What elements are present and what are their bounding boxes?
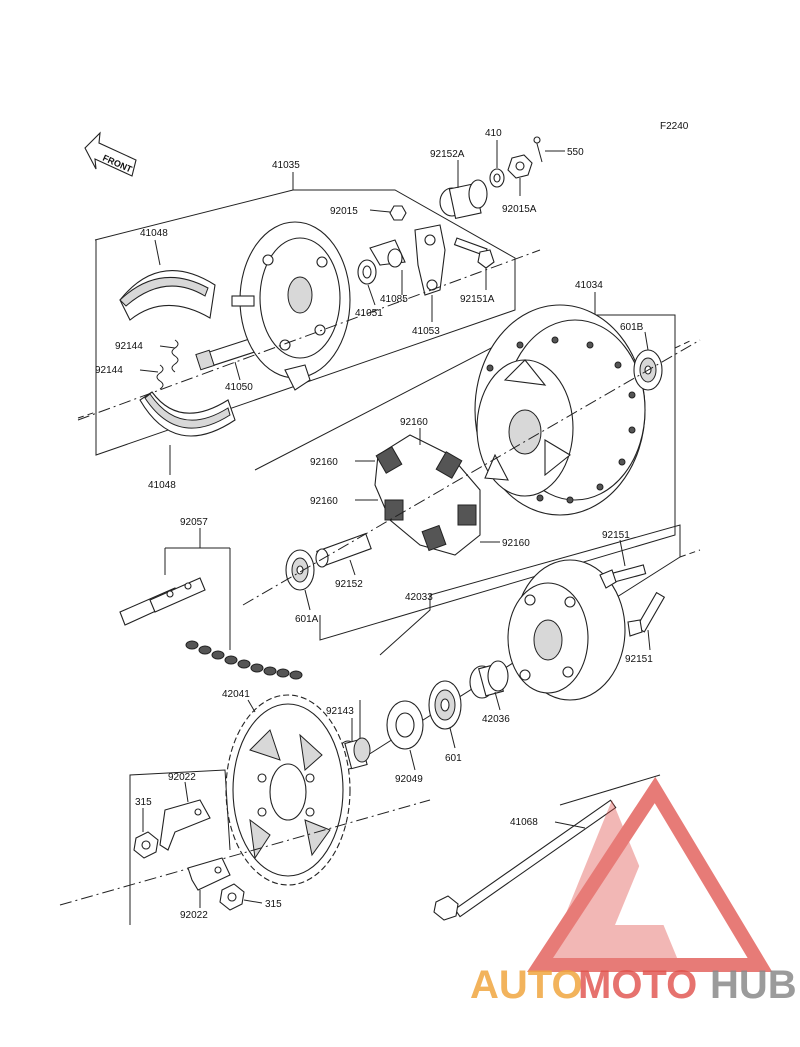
cotter-pin-550 <box>533 136 565 163</box>
label-92057: 92057 <box>180 517 208 528</box>
label-92049: 92049 <box>395 774 423 785</box>
bolt-92151A <box>453 237 495 290</box>
label-41068: 41068 <box>510 817 538 828</box>
spring-92144-a <box>159 339 179 373</box>
label-92151-top: 92151 <box>602 530 630 541</box>
label-92152A: 92152A <box>430 149 465 160</box>
collar-92152A <box>439 160 488 220</box>
bearing-601B <box>633 331 663 391</box>
label-92015: 92015 <box>330 206 358 217</box>
label-601B: 601B <box>620 322 644 333</box>
label-41048-bottom: 41048 <box>148 480 176 491</box>
label-41048-top: 41048 <box>140 228 168 239</box>
label-41053: 41053 <box>412 326 440 337</box>
brake-shoe-bottom <box>139 391 236 475</box>
automotohub-wordmark: AUTO MOTO HUB <box>470 963 797 1007</box>
indicator-41085 <box>369 239 406 295</box>
nut-92015A <box>507 154 533 196</box>
label-92143: 92143 <box>326 706 354 717</box>
label-42033: 42033 <box>405 592 433 603</box>
fastener-frame <box>59 769 431 925</box>
nut-315-right <box>219 883 263 911</box>
camshaft-41050 <box>195 335 262 381</box>
label-92160-left2: 92160 <box>310 496 338 507</box>
bolt-92151-bottom <box>627 591 666 651</box>
label-92152: 92152 <box>335 579 363 590</box>
label-41051: 41051 <box>355 308 383 319</box>
label-92160-top: 92160 <box>400 417 428 428</box>
bearing-601 <box>428 680 462 749</box>
rear-hub <box>474 304 646 516</box>
damper-92160 <box>355 428 500 556</box>
sprocket-coupling <box>507 559 626 701</box>
label-92151-bottom: 92151 <box>625 654 653 665</box>
seal-41051 <box>357 259 377 306</box>
label-92144-a: 92144 <box>115 341 143 352</box>
label-315-right: 315 <box>265 899 282 910</box>
label-410: 410 <box>485 128 502 139</box>
front-arrow-icon: FRONT <box>84 131 137 177</box>
bearing-601A <box>285 549 315 611</box>
collar-42036 <box>469 660 509 711</box>
lock-plate-92022-top <box>159 781 211 851</box>
label-92022-bottom: 92022 <box>180 910 208 921</box>
label-92160-left1: 92160 <box>310 457 338 468</box>
washer-410 <box>489 140 505 188</box>
bolt-92151-top <box>599 539 647 589</box>
figure-code: F2240 <box>660 121 689 132</box>
automotohub-logo <box>527 776 773 972</box>
label-315-left: 315 <box>135 797 152 808</box>
label-92022-top: 92022 <box>168 772 196 783</box>
brake-shoe-top <box>119 239 216 321</box>
sprocket-42041 <box>225 694 351 886</box>
label-92160-right: 92160 <box>502 538 530 549</box>
label-92144-b: 92144 <box>95 365 123 376</box>
label-92015A: 92015A <box>502 204 537 215</box>
wordmark-moto: MOTO <box>578 963 697 1007</box>
axle-41068 <box>433 774 661 921</box>
nut-315-left <box>133 808 159 859</box>
label-601: 601 <box>445 753 462 764</box>
label-41034: 41034 <box>575 280 603 291</box>
label-42041: 42041 <box>222 689 250 700</box>
brake-assembly-frame <box>77 172 516 456</box>
brake-panel <box>231 221 351 391</box>
label-41035: 41035 <box>272 160 300 171</box>
nut-92015 <box>369 205 407 221</box>
lock-plate-92022-bottom <box>187 857 231 908</box>
chain-92057 <box>119 528 303 680</box>
label-42036: 42036 <box>482 714 510 725</box>
label-92151A: 92151A <box>460 294 495 305</box>
label-601A: 601A <box>295 614 319 625</box>
brake-lever-41053 <box>414 224 446 322</box>
wordmark-hub: HUB <box>710 963 797 1007</box>
spring-92144-b <box>139 364 164 390</box>
label-41085: 41085 <box>380 294 408 305</box>
collar-92152 <box>315 532 372 576</box>
wordmark-auto: AUTO <box>470 963 583 1007</box>
label-550: 550 <box>567 147 584 158</box>
seal-92049 <box>386 700 424 771</box>
label-41050: 41050 <box>225 382 253 393</box>
